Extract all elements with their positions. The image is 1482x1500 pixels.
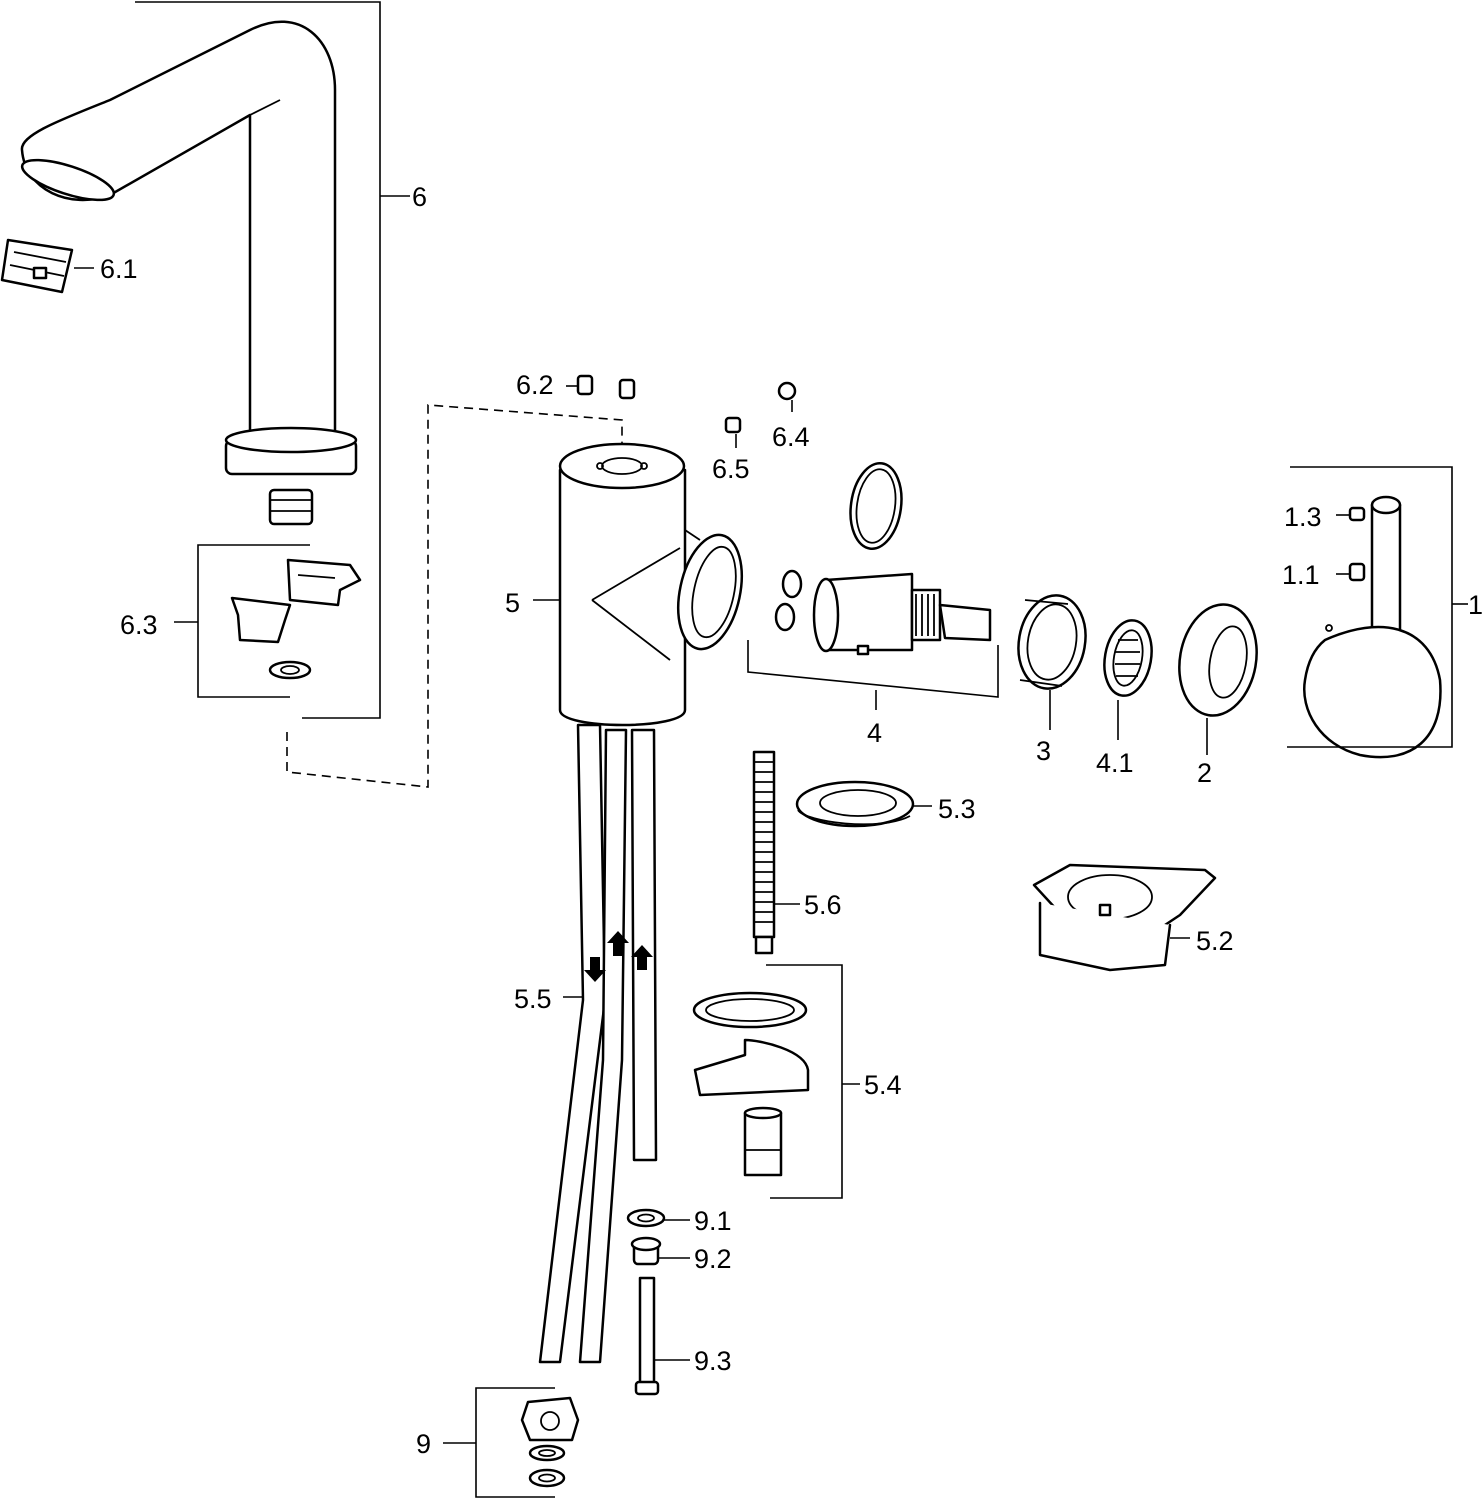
screw-part-6-5 [724, 416, 742, 448]
locking-ring-part-5-3 [795, 780, 915, 828]
label-6-4: 6.4 [772, 422, 810, 452]
label-4-1: 4.1 [1096, 748, 1134, 778]
label-1-3: 1.3 [1284, 502, 1322, 532]
fixing-set-part-5-4 [692, 991, 810, 1177]
spout-part-6 [20, 20, 358, 526]
label-5-5: 5.5 [514, 984, 552, 1014]
label-1-1: 1.1 [1282, 560, 1320, 590]
cartridge-part-4 [774, 462, 992, 656]
handle-lever-part-1 [1303, 495, 1442, 759]
label-5-2: 5.2 [1196, 926, 1234, 956]
compression-fitting-part-9 [520, 1396, 580, 1488]
label-2: 2 [1197, 758, 1212, 788]
label-6: 6 [412, 182, 427, 212]
label-3: 3 [1036, 736, 1051, 766]
label-5-6: 5.6 [804, 890, 842, 920]
label-5-4: 5.4 [864, 1070, 902, 1100]
washer-part-9-1 [626, 1208, 666, 1228]
bracket-6 [135, 1, 381, 719]
threaded-rod-part-5-6 [752, 750, 776, 955]
bracket-1 [1287, 466, 1453, 748]
screw-part-1-1 [1348, 562, 1366, 582]
label-6-1: 6.1 [100, 254, 138, 284]
label-1: 1 [1468, 590, 1482, 620]
assembly-dashed-line [286, 404, 623, 788]
rod-part-9-3 [634, 1276, 660, 1396]
label-5: 5 [505, 588, 520, 618]
label-6-5: 6.5 [712, 454, 750, 484]
label-5-3: 5.3 [938, 794, 976, 824]
label-9-2: 9.2 [694, 1244, 732, 1274]
nut-part-6-4 [777, 381, 797, 412]
sleeve-part-4-1 [1103, 619, 1153, 697]
aerator-part-6-1 [0, 238, 74, 294]
mounting-plate-part-5-2 [1032, 863, 1217, 972]
mixer-body-part-5 [558, 442, 743, 727]
supply-hoses-part-5-5 [538, 723, 658, 1364]
bracket-5-4 [766, 964, 843, 1199]
grub-screws-part-6-2 [576, 374, 636, 400]
bracket-6-3 [197, 544, 310, 698]
label-4: 4 [867, 718, 882, 748]
label-9-3: 9.3 [694, 1346, 732, 1376]
screw-part-1-3 [1348, 506, 1366, 522]
label-9-1: 9.1 [694, 1206, 732, 1236]
cover-cap-part-2 [1178, 603, 1258, 717]
label-6-2: 6.2 [516, 370, 554, 400]
spacer-part-9-2 [630, 1236, 662, 1266]
label-9: 9 [416, 1429, 431, 1459]
label-6-3: 6.3 [120, 610, 158, 640]
bonnet-nut-part-3 [1017, 594, 1087, 690]
clip-set-part-6-3 [230, 558, 362, 680]
bracket-4 [747, 640, 999, 698]
